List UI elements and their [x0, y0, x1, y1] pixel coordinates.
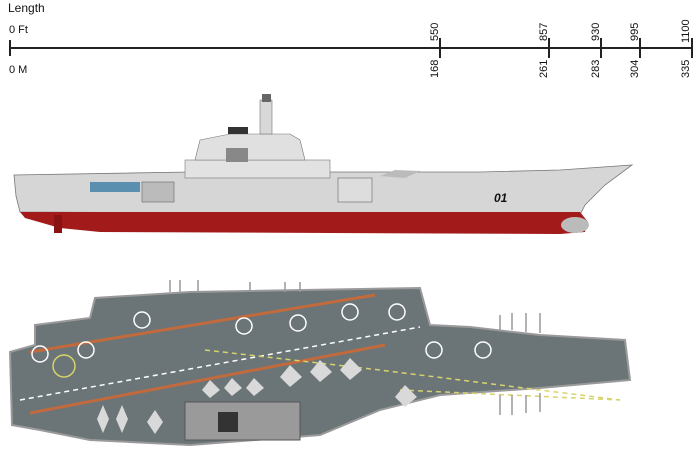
- tick-label-meters: 168: [429, 59, 441, 78]
- tick-label-feet: 550: [429, 22, 441, 41]
- tick-label-meters: 304: [629, 59, 641, 78]
- elevator: [337, 177, 373, 203]
- hull-number: 01: [494, 191, 508, 205]
- tick-label-feet: 995: [629, 22, 641, 41]
- funnel-top: [218, 412, 238, 432]
- angled-deck-centerline: [19, 326, 421, 401]
- tick-label-meters: 283: [590, 59, 602, 78]
- hangar-deck-structure: [184, 159, 331, 179]
- boat-bay: [90, 182, 140, 192]
- landing-target: [52, 354, 76, 378]
- feet-origin-label: 0 Ft: [9, 24, 28, 36]
- island-superstructure: [194, 133, 306, 161]
- launch-line-yellow: [399, 389, 621, 401]
- mast: [259, 99, 273, 135]
- tick-label-feet: 1100: [680, 19, 692, 43]
- side-view-profile: 01: [13, 94, 634, 234]
- tick-label-feet: 857: [538, 22, 550, 41]
- landing-line-lower: [29, 343, 386, 415]
- meters-origin-label: 0 M: [9, 64, 28, 76]
- island-top: [184, 401, 301, 441]
- centerline-yellow: [204, 349, 621, 401]
- helicopter-spots: [31, 303, 492, 363]
- mast-top-antenna: [262, 94, 271, 102]
- top-view-flightdeck: [8, 280, 632, 447]
- aircraft-side: [380, 170, 420, 178]
- tick-label-meters: 335: [680, 59, 692, 78]
- rudder: [54, 215, 62, 233]
- tick-label-meters: 261: [538, 59, 550, 78]
- antenna-masts: [169, 280, 541, 415]
- scale-ticks: [9, 38, 693, 58]
- window-grid: [226, 148, 248, 162]
- parked-aircraft: [97, 358, 417, 434]
- bulbous-bow: [561, 217, 589, 233]
- scale-title: Length: [8, 1, 45, 15]
- hull-underwater: [20, 212, 588, 234]
- tick-label-feet: 930: [590, 22, 602, 41]
- radar-housing: [228, 127, 248, 134]
- elevator: [141, 181, 175, 203]
